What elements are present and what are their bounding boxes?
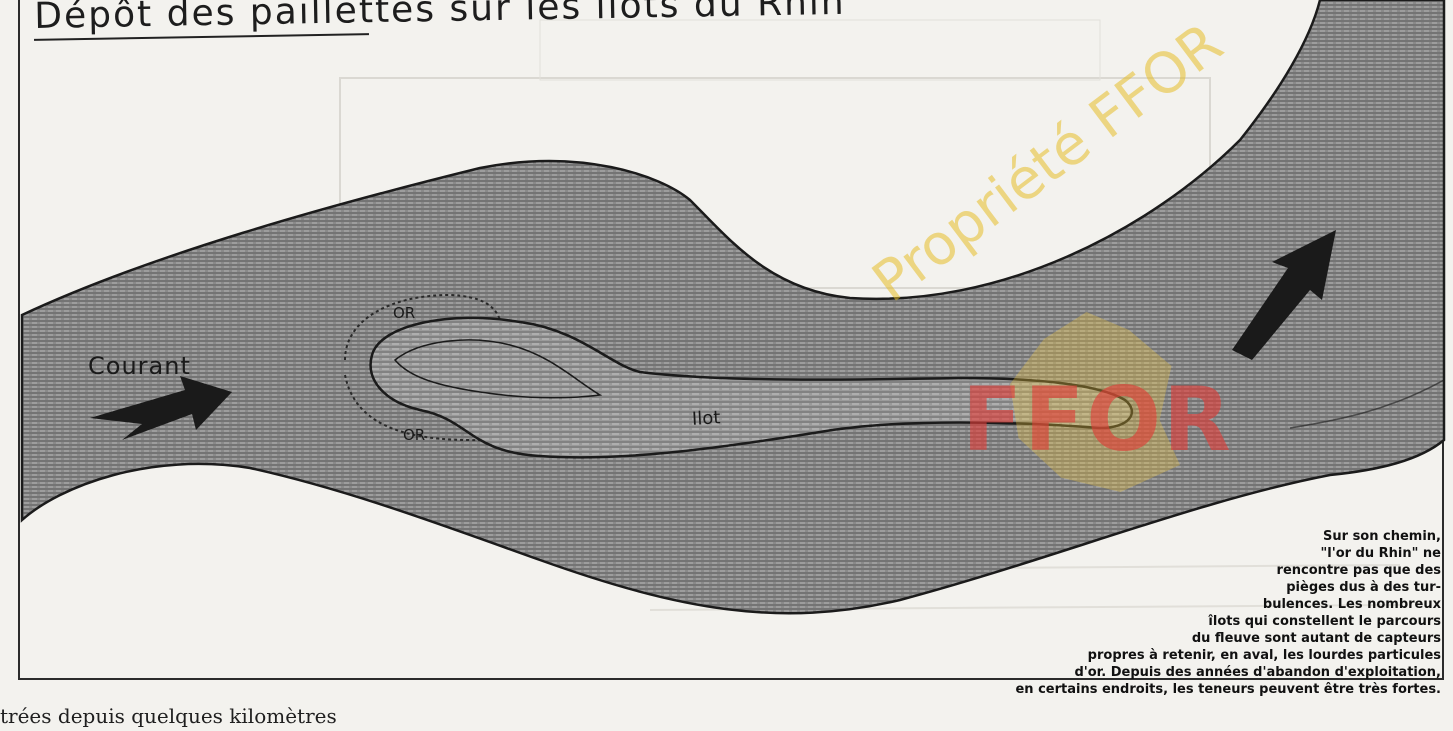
river [22,0,1444,613]
gold-label-lower: OR [403,426,425,444]
watermark-logo: FFOR [962,368,1233,471]
caption-line: îlots qui constellent le parcours [941,613,1441,630]
figure-caption: Sur son chemin, "l'or du Rhin" ne rencon… [941,528,1441,698]
body-text-fragment: trées depuis quelques kilomètres [0,704,337,728]
caption-line: pièges dus à des tur- [941,579,1441,596]
caption-line: "l'or du Rhin" ne [941,545,1441,562]
caption-line: rencontre pas que des [941,562,1441,579]
current-label: Courant [88,352,191,380]
gold-label-upper: OR [393,304,415,322]
caption-line: propres à retenir, en aval, les lourdes … [941,647,1441,664]
caption-line: Sur son chemin, [941,528,1441,545]
island-label: Ilot [691,407,720,429]
caption-line: en certains endroits, les teneurs peuven… [941,681,1441,698]
caption-line: d'or. Depuis des années d'abandon d'expl… [941,664,1441,681]
caption-line: bulences. Les nombreux [941,596,1441,613]
caption-line: du fleuve sont autant de capteurs [941,630,1441,647]
